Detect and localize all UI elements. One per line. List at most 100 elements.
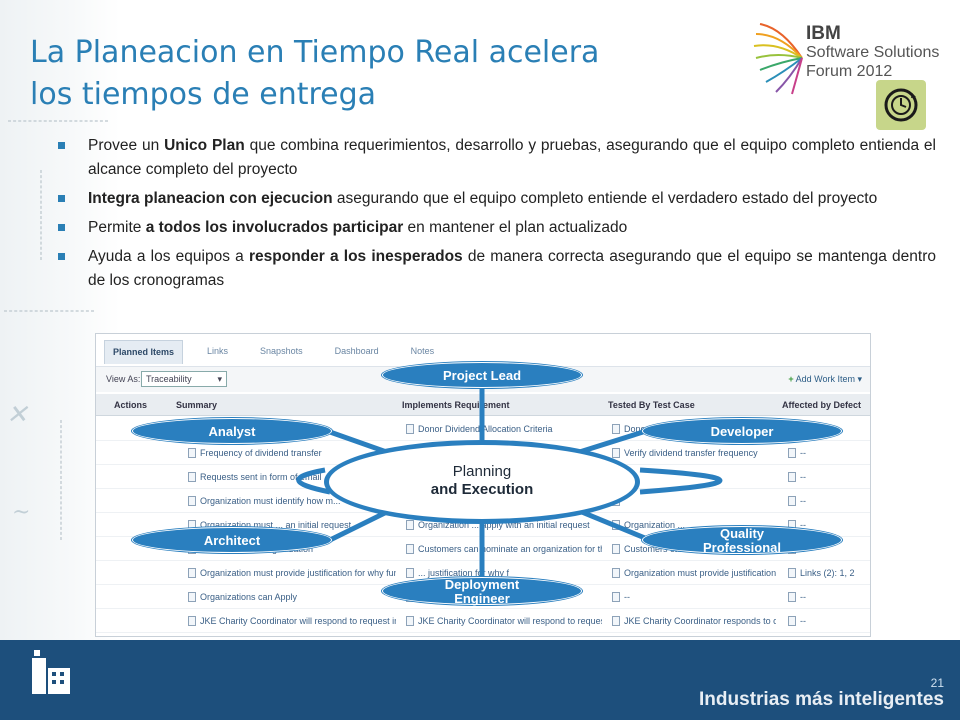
add-work-item-button[interactable]: + Add Work Item ▾ bbox=[788, 374, 862, 384]
table-cell[interactable]: JKE Charity Coordinator will respond to … bbox=[200, 616, 396, 626]
table-cell[interactable]: Organization ... bbox=[624, 520, 686, 530]
tab-notes[interactable]: Notes bbox=[410, 346, 435, 356]
table-cell[interactable]: Organizations can Apply bbox=[200, 592, 298, 602]
clock-cycle-icon bbox=[876, 80, 926, 130]
document-icon bbox=[612, 496, 620, 506]
document-icon bbox=[612, 520, 620, 530]
swirl-logo-icon bbox=[753, 23, 803, 95]
bullet-icon bbox=[58, 142, 65, 149]
bullet-bold: Unico Plan bbox=[164, 137, 245, 154]
table-cell[interactable]: Customers can nominate an organization f… bbox=[418, 544, 602, 554]
table-cell[interactable]: Requests sent in form of email bbox=[200, 472, 322, 482]
table-cell[interactable]: -- bbox=[624, 592, 630, 602]
sketch-line bbox=[60, 420, 62, 540]
table-cell[interactable]: JKE Charity Coordinator will respond to … bbox=[418, 616, 602, 626]
page-number: 21 bbox=[930, 676, 944, 690]
document-icon bbox=[612, 544, 620, 554]
document-icon bbox=[788, 592, 796, 602]
table-cell[interactable]: -- bbox=[800, 448, 806, 458]
bullet-text: Permite bbox=[88, 219, 146, 236]
table-cell[interactable]: -- bbox=[800, 544, 806, 554]
document-icon bbox=[188, 520, 196, 530]
bullet-text: en mantener el plan actualizado bbox=[403, 219, 628, 236]
column-header[interactable]: Implements Requirement bbox=[402, 400, 510, 410]
table-cell[interactable]: Customers can ... bbox=[624, 544, 695, 554]
table-cell[interactable]: -- bbox=[800, 496, 806, 506]
table-cell[interactable]: Test Ca bbox=[800, 424, 831, 434]
table-cell[interactable]: ... nominate an Organization bbox=[200, 544, 314, 554]
sketch-scribble: ✕ bbox=[6, 400, 28, 430]
bullet-icon bbox=[58, 224, 65, 231]
table-cell[interactable]: Donor Dividend Allocation Criteria bbox=[418, 424, 553, 434]
slide-title-line1: La Planeacion en Tiempo Real acelera bbox=[30, 35, 600, 70]
bullet-text: que combina requerimientos, desarrollo y… bbox=[88, 137, 936, 178]
building-icon bbox=[32, 650, 70, 694]
table-cell[interactable]: -- bbox=[800, 472, 806, 482]
document-icon bbox=[406, 616, 414, 626]
table-cell[interactable]: Organization must provide justification … bbox=[624, 568, 776, 578]
table-row[interactable]: Organization must provide justification … bbox=[96, 562, 870, 585]
footer-tagline: Industrias más inteligentes bbox=[699, 689, 944, 710]
bullet-icon bbox=[58, 253, 65, 260]
document-icon bbox=[406, 544, 414, 554]
slide-title: La Planeacion en Tiempo Real acelera los… bbox=[30, 32, 730, 116]
table-row[interactable]: JKE Charity Coordinator will respond to … bbox=[96, 610, 870, 633]
bullet-icon bbox=[58, 195, 65, 202]
bullet-text: de manera correcta asegurando que el equ… bbox=[88, 248, 936, 289]
tab-snapshots[interactable]: Snapshots bbox=[260, 346, 303, 356]
table-row[interactable]: Requests sent in form of email -- bbox=[96, 466, 870, 489]
column-header[interactable]: Actions bbox=[114, 400, 148, 410]
bullet-text: Provee un bbox=[88, 137, 165, 154]
chevron-down-icon: ▾ bbox=[217, 374, 222, 384]
tab-planned-items[interactable]: Planned Items bbox=[104, 340, 184, 364]
table-row[interactable]: ... nominate an Organization Customers ca… bbox=[96, 538, 870, 561]
table-cell[interactable]: -- bbox=[800, 520, 806, 530]
table-cell[interactable]: Frequency of dividend transfer bbox=[200, 448, 322, 458]
column-header[interactable]: Summary bbox=[176, 400, 218, 410]
table-row[interactable]: Donor Dividend Allocation Criteria Donor.… bbox=[96, 418, 870, 441]
document-icon bbox=[612, 616, 620, 626]
table-row[interactable]: Organizations can Apply -- -- bbox=[96, 586, 870, 609]
document-icon bbox=[612, 472, 620, 482]
sketch-scribble: ~ bbox=[12, 500, 31, 525]
table-cell[interactable]: -- bbox=[800, 592, 806, 602]
table-row[interactable]: Organization must ... an initial request… bbox=[96, 514, 870, 537]
document-icon bbox=[188, 592, 196, 602]
table-cell[interactable]: Donor... bbox=[624, 424, 656, 434]
table-cell[interactable]: Links (2): 1, 2 bbox=[800, 568, 855, 578]
document-icon bbox=[188, 472, 196, 482]
table-cell[interactable]: -- bbox=[800, 616, 806, 626]
document-icon bbox=[612, 592, 620, 602]
plus-icon: + bbox=[788, 374, 794, 384]
document-icon bbox=[788, 520, 796, 530]
table-cell[interactable]: Organization must identify how m... bbox=[200, 496, 341, 506]
column-header[interactable]: Affected by Defect bbox=[782, 400, 862, 410]
bullet-text: Ayuda a los equipos a bbox=[88, 248, 249, 265]
document-icon bbox=[788, 616, 796, 626]
table-cell[interactable]: ... justification for why f bbox=[418, 568, 510, 578]
document-icon bbox=[406, 496, 414, 506]
background-sketch: ✕ ~ bbox=[0, 0, 120, 640]
table-cell[interactable]: Organization must ... an initial request bbox=[200, 520, 352, 530]
document-icon bbox=[406, 568, 414, 578]
document-icon bbox=[788, 544, 796, 554]
table-cell[interactable]: Verify dividend transfer frequency bbox=[624, 448, 758, 458]
sketch-line bbox=[8, 120, 108, 122]
event-logo-text: IBM Software Solutions Forum 2012 bbox=[806, 24, 939, 81]
document-icon bbox=[188, 544, 196, 554]
column-header[interactable]: Tested By Test Case bbox=[608, 400, 695, 410]
document-icon bbox=[406, 472, 414, 482]
view-as-label: View As: bbox=[106, 374, 141, 384]
document-icon bbox=[188, 568, 196, 578]
view-as-select[interactable]: Traceability ▾ bbox=[141, 371, 227, 387]
tab-links[interactable]: Links bbox=[207, 346, 229, 356]
table-cell[interactable]: JKE Charity Coordinator responds to onl bbox=[624, 616, 776, 626]
tab-dashboard[interactable]: Dashboard bbox=[334, 346, 379, 356]
sketch-line bbox=[4, 310, 94, 312]
table-cell[interactable]: Organization ... apply with an initial r… bbox=[418, 520, 590, 530]
table-cell[interactable]: Organization must provide justification … bbox=[200, 568, 396, 578]
table-row[interactable]: Frequency of dividend transfer Verify div… bbox=[96, 442, 870, 465]
table-row[interactable]: Organization must identify how m... -- bbox=[96, 490, 870, 513]
bullet-text: asegurando que el equipo completo entien… bbox=[332, 190, 878, 207]
ibm-brand: IBM bbox=[806, 23, 841, 44]
